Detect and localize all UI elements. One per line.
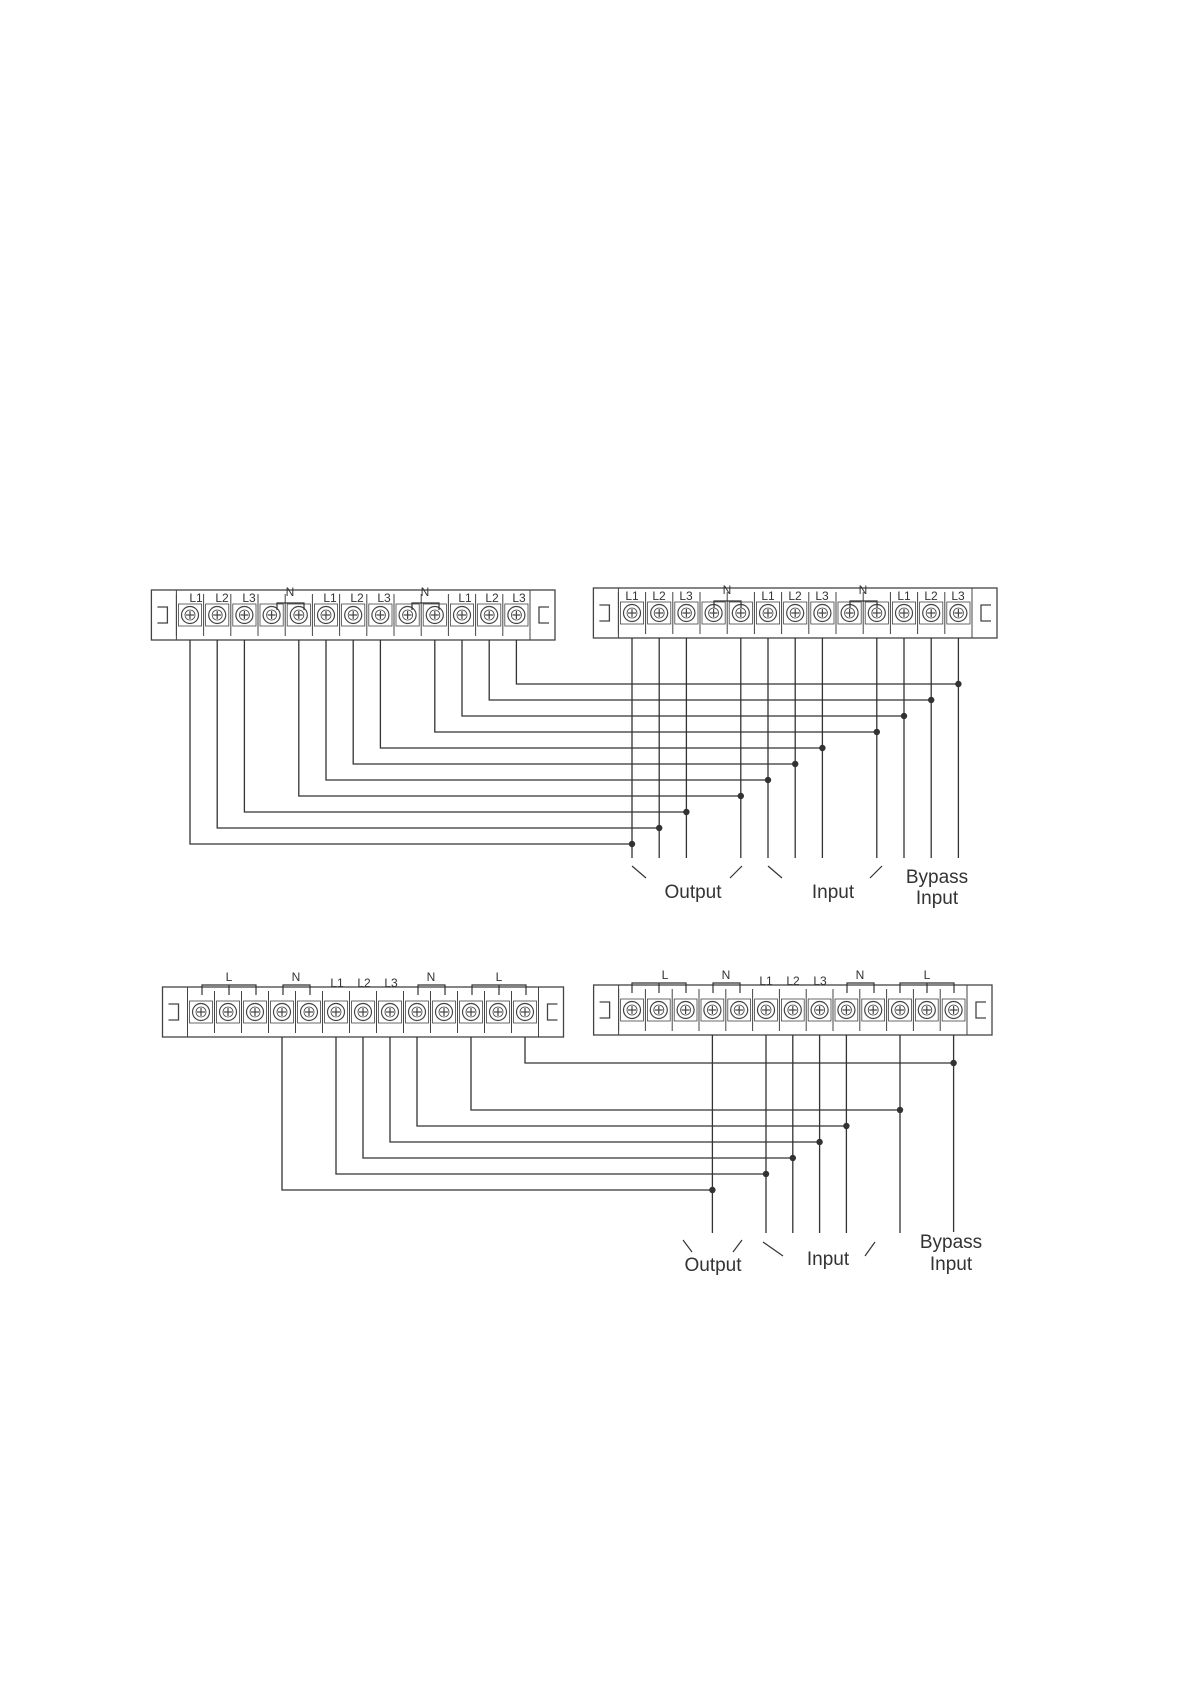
d2-right-label-N2: N [856,968,865,982]
d1-left-label-5: L1 [323,591,337,605]
d1-right-label-1: L1 [625,589,639,603]
d2-right-label-L3-phase: L3 [813,974,827,988]
d1-right-label-6: L2 [788,589,802,603]
diagram-2-single-phase: L N L1 L2 L3 N L L N L1 L2 L3 N L Output… [163,968,993,1276]
d1-right-label-5: L1 [761,589,775,603]
d1-left-label-7: L3 [377,591,391,605]
d2-left-label-L1: L [226,970,233,984]
wire [363,1037,793,1158]
d1-bypass-label-line2: Input [916,888,959,909]
d1-left-label-n1: N [286,585,295,599]
group-tick [683,1240,692,1252]
wire [489,640,931,700]
d1-left-label-11: L3 [512,591,526,605]
d1-right-label-2: L2 [652,589,666,603]
d2-left-label-N2: N [427,970,436,984]
d2-left-label-L3-phase: L3 [384,976,398,990]
diagram-2-right-terminal-block [594,985,992,1035]
d2-input-label: Input [807,1249,850,1270]
wire [336,1037,766,1174]
d2-bypass-label-line2: Input [930,1254,973,1275]
wire [326,640,768,780]
d1-left-label-3: L3 [242,591,256,605]
d2-right-label-N1: N [722,968,731,982]
wire [282,1037,712,1190]
d1-right-label-n1: N [723,583,732,597]
d1-right-label-3: L3 [679,589,693,603]
diagram-1-three-phase: L1 L2 L3 N L1 L2 L3 N L1 L2 L3 L1 L2 L3 … [151,583,997,909]
d1-right-label-9: L1 [897,589,911,603]
wire [353,640,795,764]
wire [462,640,904,716]
wire [516,640,958,684]
d1-left-label-2: L2 [215,591,229,605]
d1-left-label-6: L2 [350,591,364,605]
d2-right-label-L2-phase: L2 [786,974,800,988]
d2-bypass-label-line1: Bypass [920,1232,982,1253]
d1-input-label: Input [812,882,855,903]
d1-output-label: Output [664,882,722,903]
d1-left-label-10: L2 [485,591,499,605]
d2-left-label-L1-phase: L1 [330,976,344,990]
d1-right-label-n2: N [859,583,868,597]
d1-bypass-label-line1: Bypass [906,867,968,888]
d2-left-label-L2: L [496,970,503,984]
d2-right-label-L2: L [924,968,931,982]
group-tick [763,1242,783,1256]
d1-right-label-10: L2 [924,589,938,603]
wire [471,1037,900,1110]
group-tick [730,866,742,878]
d1-left-label-9: L1 [458,591,472,605]
d1-right-label-11: L3 [951,589,965,603]
wire [217,640,659,828]
d2-right-label-L1: L [662,968,669,982]
d2-left-label-L2-phase: L2 [357,976,371,990]
diagram-2-left-terminal-block [163,987,564,1037]
wire [244,640,686,812]
group-tick [865,1242,875,1256]
wire [190,640,632,844]
group-tick [768,866,782,878]
d2-right-label-L1-phase: L1 [759,974,773,988]
wire [525,1037,954,1063]
d1-left-label-1: L1 [189,591,203,605]
group-tick [632,866,646,878]
group-tick [733,1240,742,1252]
wire [417,1037,846,1126]
d1-left-label-n2: N [421,585,430,599]
d1-right-label-7: L3 [815,589,829,603]
d2-output-label: Output [684,1255,742,1276]
wire [299,640,741,796]
group-tick [870,866,882,878]
d2-left-label-N1: N [292,970,301,984]
wire [435,640,877,732]
